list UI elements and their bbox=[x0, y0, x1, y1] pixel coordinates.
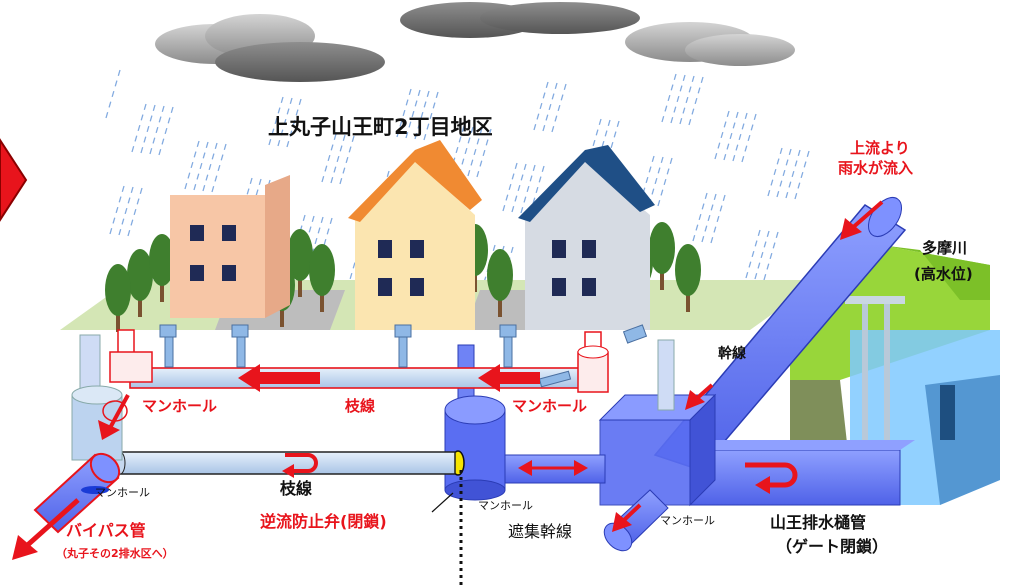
manhole-label-upper-left: マンホール bbox=[142, 397, 218, 415]
arrow-inflow-line bbox=[848, 200, 884, 232]
bypass-pipe-label: バイパス管 bbox=[66, 521, 146, 540]
manhole-label-small-center: マンホール bbox=[478, 499, 533, 512]
check-valve-label: 逆流防止弁(閉鎖) bbox=[260, 512, 387, 531]
house-peach bbox=[170, 175, 290, 318]
central-manhole bbox=[444, 344, 506, 501]
u-turn-arrow-sanno-head bbox=[755, 476, 770, 494]
house-cream bbox=[348, 140, 482, 330]
sanno-drain-pipe bbox=[689, 440, 915, 506]
arrow-to-bypass-line bbox=[108, 394, 130, 429]
inflow-label-line2: 雨水が流入 bbox=[838, 159, 914, 177]
left-manholes bbox=[71, 329, 153, 461]
manhole-label-small-left: マンホール bbox=[95, 486, 150, 499]
inflow-label-line1: 上流より bbox=[850, 139, 910, 157]
interceptor-label: 遮集幹線 bbox=[508, 522, 573, 541]
u-turn-arrow-sanno bbox=[745, 462, 798, 488]
check-valve-leader bbox=[431, 492, 454, 513]
arrow-interceptor-line bbox=[620, 503, 642, 524]
branch-line-label-lower: 枝線 bbox=[280, 479, 313, 498]
left-red-marker bbox=[0, 138, 28, 222]
arrow-upper-branch bbox=[238, 364, 320, 392]
junction-box bbox=[598, 339, 717, 507]
tama-river-label-line2: (高水位) bbox=[914, 265, 973, 283]
downspouts bbox=[159, 324, 648, 388]
right-manhole bbox=[577, 331, 609, 393]
house-gray bbox=[518, 145, 655, 330]
cloud-group bbox=[155, 2, 795, 82]
arrow-bypass-out-line bbox=[20, 498, 80, 552]
sanno-pipe-label-line2: （ゲート閉鎖） bbox=[776, 537, 889, 556]
manhole-label-upper-right: マンホール bbox=[512, 397, 588, 415]
sanno-pipe-label-line1: 山王排水樋管 bbox=[770, 513, 867, 532]
manhole-label-small-right: マンホール bbox=[660, 514, 715, 527]
interceptor-pipe bbox=[603, 489, 669, 552]
branch-line-label-upper: 枝線 bbox=[345, 397, 376, 415]
area-title: 上丸子山王町2丁目地区 bbox=[268, 115, 493, 139]
tama-river-label-line1: 多摩川 bbox=[922, 239, 968, 257]
u-turn-arrow-branch-head bbox=[282, 464, 294, 478]
u-turn-arrow-branch bbox=[285, 453, 318, 473]
bypass-note-label: （丸子その2排水区へ） bbox=[56, 547, 174, 560]
arrow-right-branch bbox=[478, 364, 540, 392]
trunk-line-label: 幹線 bbox=[718, 346, 746, 362]
